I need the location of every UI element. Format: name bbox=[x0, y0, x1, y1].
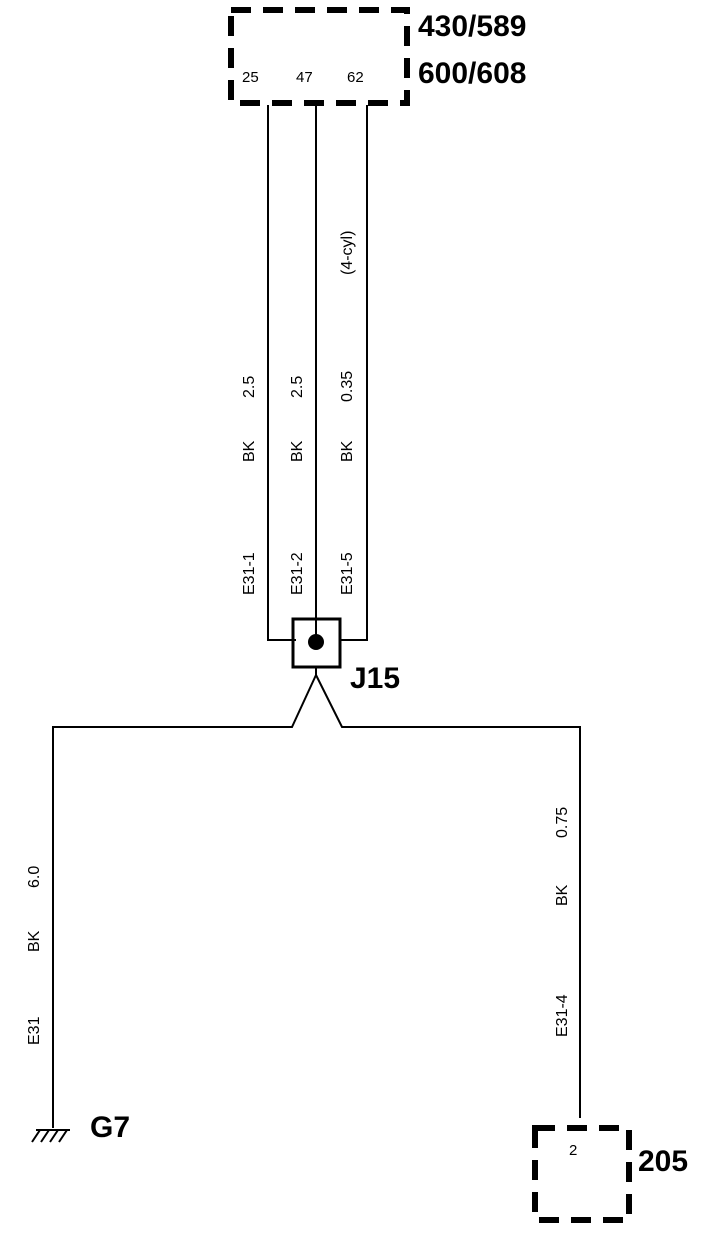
wire3-circuit: E31-5 bbox=[339, 552, 356, 595]
junction-dot bbox=[308, 634, 324, 650]
top-connector-label-2: 600/608 bbox=[418, 57, 526, 90]
junction-label: J15 bbox=[350, 662, 400, 695]
wire-e31-5 bbox=[340, 105, 368, 641]
wire3-size: 0.35 bbox=[339, 371, 356, 402]
wire2-size: 2.5 bbox=[289, 376, 306, 398]
wire3-color: BK bbox=[339, 440, 356, 462]
wire1-circuit: E31-1 bbox=[241, 552, 258, 595]
bottom-connector-box bbox=[532, 1125, 632, 1223]
wire-e31-1 bbox=[267, 105, 296, 641]
wire3-note: (4-cyl) bbox=[339, 231, 356, 275]
wire1-color: BK bbox=[241, 440, 258, 462]
pin-62: 62 bbox=[347, 69, 364, 86]
branch-wire bbox=[52, 667, 581, 1128]
ground-wire-color: BK bbox=[26, 930, 43, 952]
top-connector-box bbox=[228, 7, 410, 106]
pin-25: 25 bbox=[242, 69, 259, 86]
pin-2: 2 bbox=[569, 1142, 577, 1159]
bottom-connector-label: 205 bbox=[638, 1145, 688, 1178]
wire2-circuit: E31-2 bbox=[289, 552, 306, 595]
pin-47: 47 bbox=[296, 69, 313, 86]
ground-label: G7 bbox=[90, 1111, 130, 1144]
wire205-circuit: E31-4 bbox=[554, 994, 571, 1037]
wire2-color: BK bbox=[289, 440, 306, 462]
wire205-size: 0.75 bbox=[554, 807, 571, 838]
top-connector-label-1: 430/589 bbox=[418, 10, 526, 43]
ground-wire-circuit: E31 bbox=[26, 1016, 43, 1045]
ground-wire-size: 6.0 bbox=[26, 866, 43, 888]
ground-icon bbox=[31, 1129, 70, 1143]
wire1-size: 2.5 bbox=[241, 376, 258, 398]
wire205-color: BK bbox=[554, 884, 571, 906]
